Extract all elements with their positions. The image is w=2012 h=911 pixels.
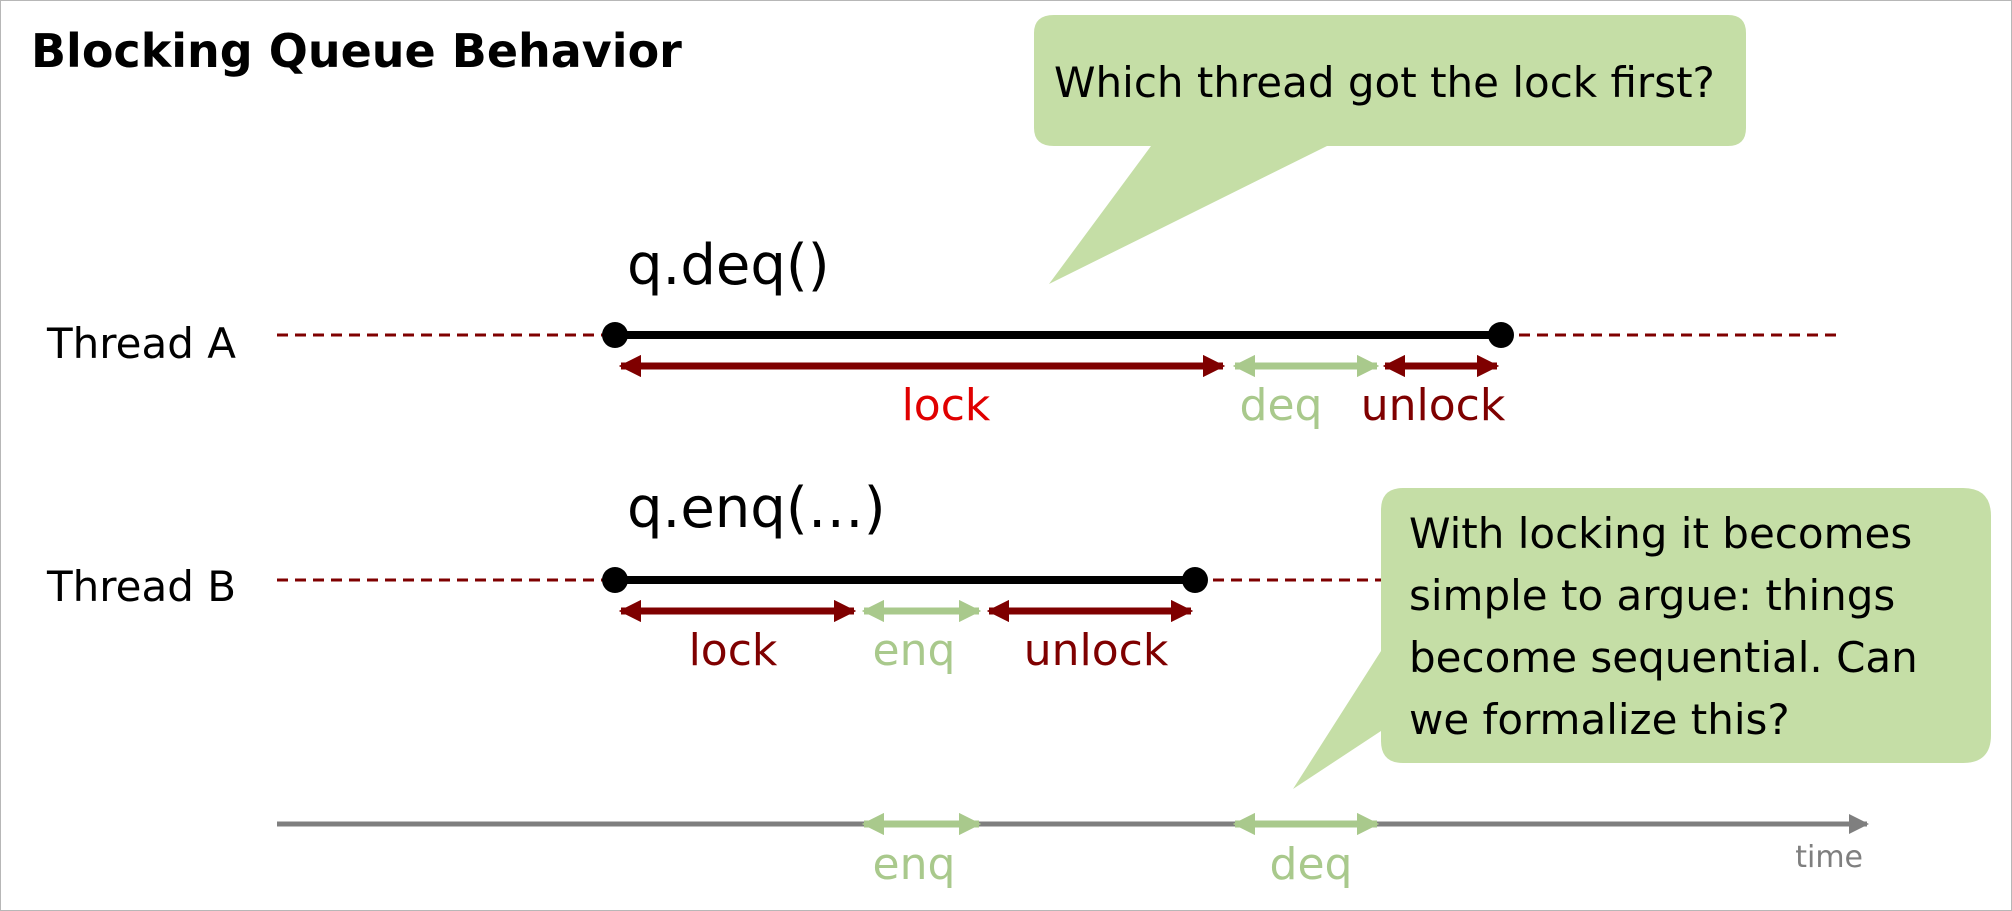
timeline-enq-label: enq: [873, 839, 956, 890]
callout-text-line: we formalize this?: [1409, 695, 1790, 744]
slide-title: Blocking Queue Behavior: [31, 24, 682, 78]
timeline: time enq deq: [277, 812, 1869, 890]
callout-text-line: With locking it becomes: [1409, 509, 1912, 558]
callout-bubble: [1034, 15, 1746, 284]
timeline-deq-label: deq: [1270, 839, 1353, 890]
callout-lock-question: Which thread got the lock first?: [1034, 15, 1746, 284]
thread-b-row: Thread B q.enq(…) lock enq unlock: [46, 476, 1391, 676]
thread-b-label: Thread B: [46, 562, 236, 611]
thread-b-enq-label: enq: [873, 625, 956, 676]
thread-a-end-dot: [1488, 322, 1514, 348]
thread-a-deq-label: deq: [1240, 380, 1323, 431]
callout-text-line: Which thread got the lock first?: [1054, 58, 1715, 107]
thread-a-lock-label: lock: [902, 380, 991, 431]
time-axis-label: time: [1795, 840, 1863, 875]
thread-b-start-dot: [602, 567, 628, 593]
thread-a-start-dot: [602, 322, 628, 348]
thread-b-lock-label: lock: [689, 625, 778, 676]
thread-b-unlock-label: unlock: [1024, 625, 1169, 676]
thread-a-operation: q.deq(): [627, 233, 830, 298]
thread-b-end-dot: [1182, 567, 1208, 593]
callout-text-line: simple to argue: things: [1409, 571, 1895, 620]
thread-a-label: Thread A: [46, 319, 236, 368]
thread-a-row: Thread A q.deq() lock deq unlock: [46, 233, 1843, 431]
callout-bubble: [1293, 488, 1991, 789]
thread-b-operation: q.enq(…): [627, 476, 886, 541]
callout-text-line: become sequential. Can: [1409, 633, 1918, 682]
thread-a-unlock-label: unlock: [1361, 380, 1506, 431]
callout-locking-sequential: With locking it becomes simple to argue:…: [1293, 488, 1991, 789]
